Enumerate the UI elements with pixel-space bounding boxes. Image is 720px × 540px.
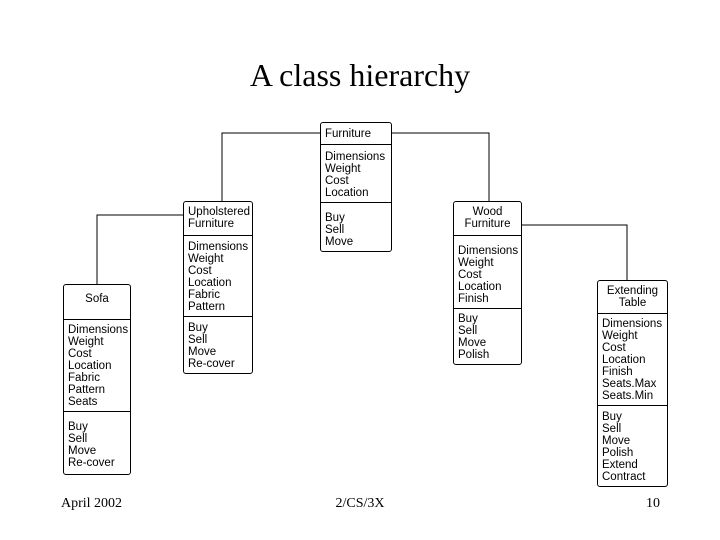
attribute: Finish — [458, 293, 489, 305]
attribute: Weight — [602, 330, 638, 342]
footer-date: April 2002 — [61, 496, 123, 511]
connector-wood-extending — [522, 224, 628, 280]
class-name: Sofa — [64, 285, 130, 319]
method: Move — [68, 445, 97, 457]
attribute: Pattern — [188, 301, 226, 313]
method: Move — [188, 346, 217, 358]
class-name-line: Furniture — [464, 218, 511, 230]
attribute: Location — [458, 281, 502, 293]
method: Extend — [602, 459, 638, 471]
attribute: Dimensions — [325, 151, 386, 163]
class-name-line: Table — [618, 297, 647, 309]
attribute: Weight — [458, 257, 494, 269]
class-box-furniture: Furniture Dimensions Weight Cost Locatio… — [320, 122, 392, 252]
method: Buy — [458, 313, 478, 325]
attribute: Cost — [325, 175, 349, 187]
attribute: Dimensions — [188, 241, 249, 253]
attribute: Weight — [188, 253, 224, 265]
slide-title: A class hierarchy — [249, 57, 471, 93]
attributes-section: Dimensions Weight Cost Location — [321, 144, 391, 202]
connector-upholstered-sofa — [96, 214, 185, 284]
attribute: Location — [68, 360, 112, 372]
attribute: Finish — [602, 366, 633, 378]
attribute: Cost — [68, 348, 92, 360]
class-name-line: Extending — [606, 285, 659, 297]
footer-page-number: 10 — [646, 496, 660, 511]
method: Sell — [188, 334, 208, 346]
methods-section: Buy Sell Move Re-cover — [64, 411, 130, 474]
attributes-section: Dimensions Weight Cost Location Fabric P… — [184, 235, 252, 316]
attribute: Weight — [68, 336, 104, 348]
attributes-section: Dimensions Weight Cost Location Fabric P… — [64, 319, 130, 411]
connector-furniture-wood — [392, 132, 490, 201]
class-box-wood-furniture: Wood Furniture Dimensions Weight Cost Lo… — [453, 201, 522, 365]
attribute: Cost — [458, 269, 482, 281]
method: Sell — [458, 325, 478, 337]
attribute: Dimensions — [458, 245, 519, 257]
attribute: Seats.Max — [602, 378, 657, 390]
class-name: Upholstered Furniture — [184, 202, 252, 235]
method: Sell — [68, 433, 88, 445]
method: Polish — [602, 447, 634, 459]
method: Polish — [458, 349, 490, 361]
attribute: Location — [325, 187, 369, 199]
method: Move — [458, 337, 487, 349]
class-name: Wood Furniture — [454, 202, 521, 235]
connector-furniture-upholstered — [221, 132, 320, 201]
attribute: Pattern — [68, 384, 106, 396]
methods-section: Buy Sell Move Polish Extend Contract — [598, 405, 667, 486]
method: Buy — [68, 421, 88, 433]
methods-section: Buy Sell Move — [321, 202, 391, 251]
attributes-section: Dimensions Weight Cost Location Finish S… — [598, 313, 667, 405]
class-name-line: Furniture — [188, 218, 235, 230]
method: Contract — [602, 471, 646, 483]
class-name: Extending Table — [598, 281, 667, 313]
method: Buy — [188, 322, 208, 334]
attribute: Weight — [325, 163, 361, 175]
method: Buy — [325, 212, 345, 224]
method: Sell — [602, 423, 622, 435]
method: Re-cover — [188, 358, 235, 370]
attribute: Seats — [68, 396, 98, 408]
attribute: Fabric — [68, 372, 100, 384]
class-name: Furniture — [321, 123, 391, 144]
attribute: Cost — [602, 342, 626, 354]
class-name-line: Sofa — [85, 293, 109, 305]
attribute: Fabric — [188, 289, 220, 301]
method: Move — [325, 236, 354, 248]
method: Sell — [325, 224, 345, 236]
attributes-section: Dimensions Weight Cost Location Finish — [454, 235, 521, 308]
attribute: Dimensions — [602, 318, 663, 330]
methods-section: Buy Sell Move Re-cover — [184, 316, 252, 373]
class-name-line: Upholstered — [188, 206, 251, 218]
method: Re-cover — [68, 457, 115, 469]
class-box-extending-table: Extending Table Dimensions Weight Cost L… — [597, 280, 668, 487]
methods-section: Buy Sell Move Polish — [454, 308, 521, 364]
attribute: Seats.Min — [602, 390, 654, 402]
method: Move — [602, 435, 631, 447]
class-name-line: Furniture — [325, 128, 372, 140]
attribute: Cost — [188, 265, 212, 277]
method: Buy — [602, 411, 622, 423]
class-name-line: Wood — [472, 206, 503, 218]
class-box-sofa: Sofa Dimensions Weight Cost Location Fab… — [63, 284, 131, 475]
class-box-upholstered-furniture: Upholstered Furniture Dimensions Weight … — [183, 201, 253, 374]
attribute: Dimensions — [68, 324, 129, 336]
attribute: Location — [188, 277, 232, 289]
footer-course: 2/CS/3X — [335, 496, 385, 511]
attribute: Location — [602, 354, 646, 366]
